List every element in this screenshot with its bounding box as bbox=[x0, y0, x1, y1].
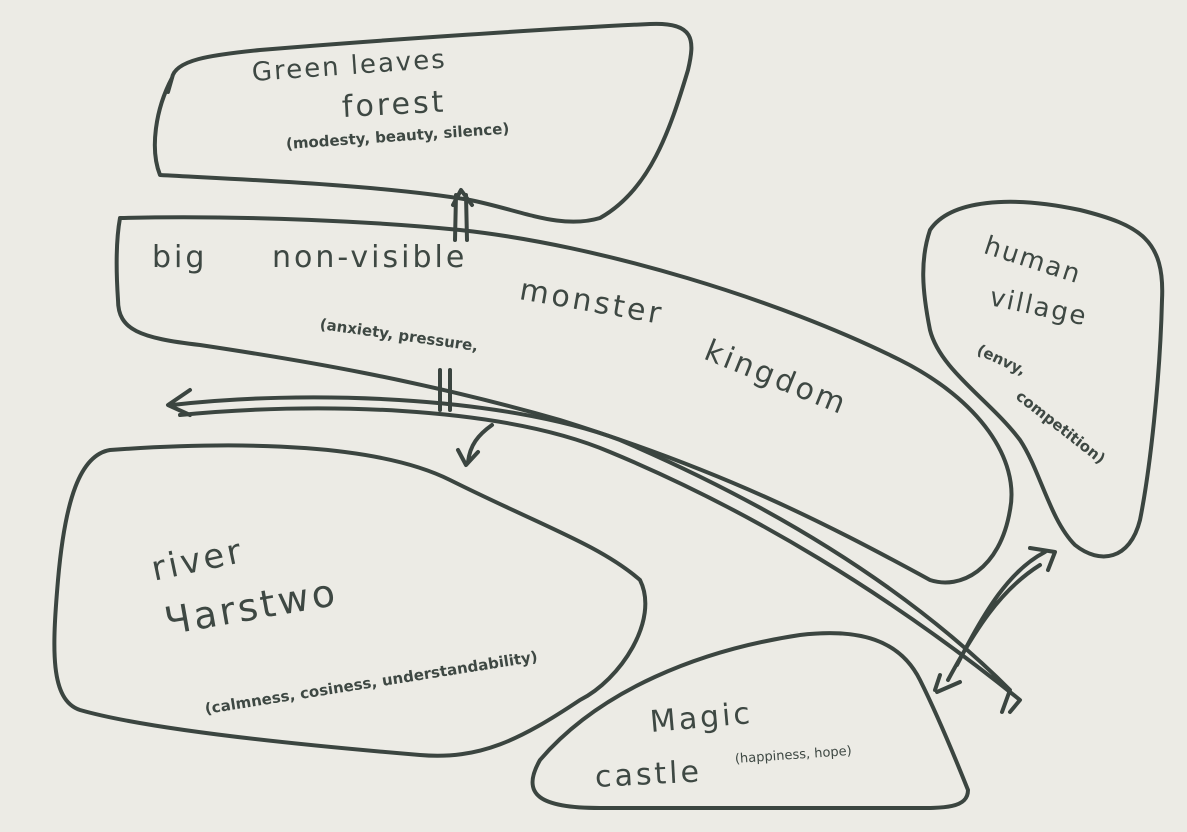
kingdom-word-big: big bbox=[152, 240, 208, 275]
forest-title-line2: forest bbox=[341, 84, 448, 125]
village-region-outline bbox=[921, 199, 1165, 559]
river-region-outline bbox=[52, 443, 648, 758]
arrow-kingdom-to-river bbox=[456, 423, 494, 467]
castle-title-line2: castle bbox=[594, 754, 703, 795]
forest-region-outline bbox=[152, 21, 694, 224]
castle-region-outline bbox=[530, 631, 970, 811]
monster-kingdom-outline bbox=[114, 215, 1014, 585]
double-arrow-castle-village bbox=[933, 546, 1057, 694]
long-arrow-river-to-castle bbox=[166, 388, 1022, 714]
kingdom-word-nonvisible: non-visible bbox=[272, 240, 468, 275]
double-arrow-kingdom-to-forest bbox=[438, 188, 474, 412]
